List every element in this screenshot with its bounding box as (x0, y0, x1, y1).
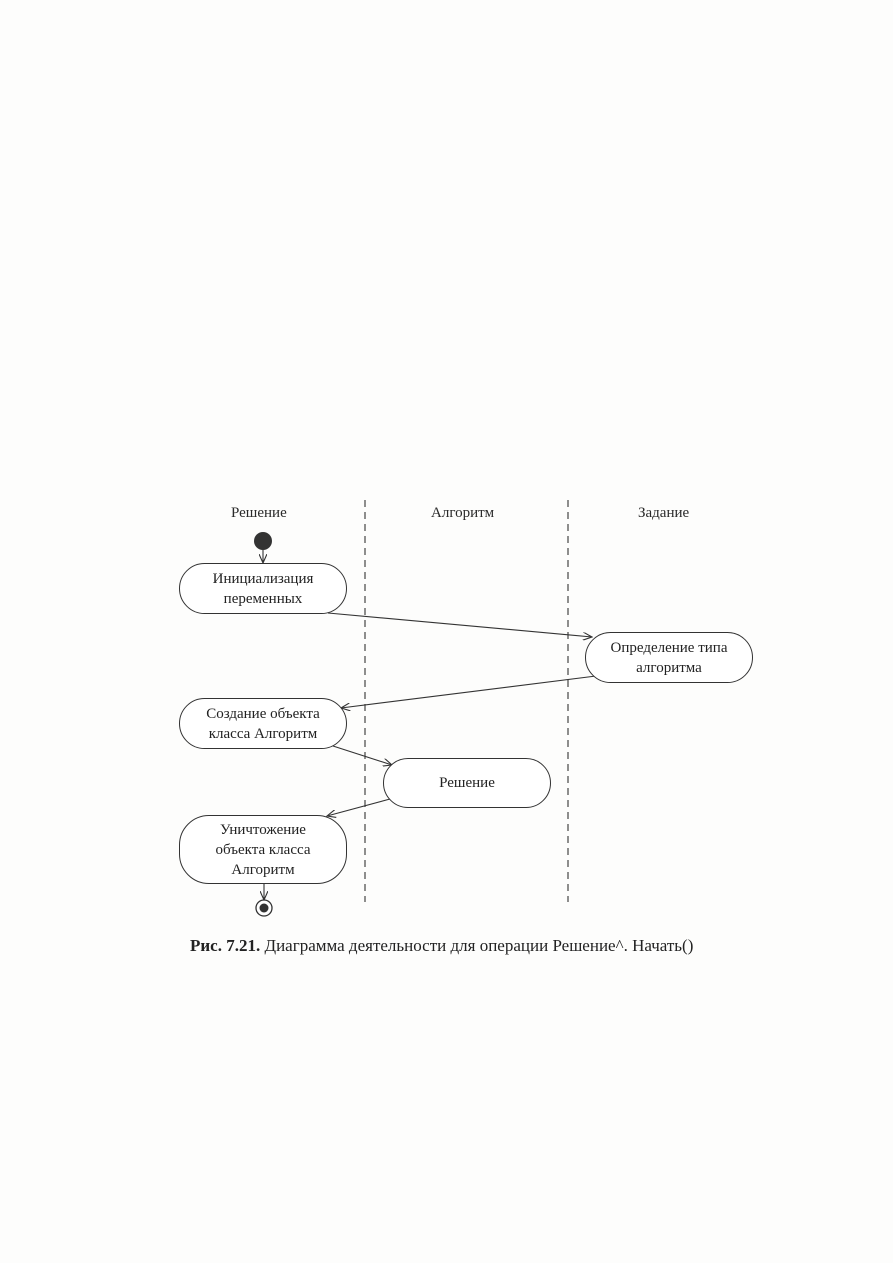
lane-title-zadanie: Задание (638, 505, 690, 521)
transition-create-to-solve (332, 745, 392, 765)
transition-solve-to-destroy (327, 798, 391, 816)
transition-init-to-define (327, 612, 592, 637)
transition-define-to-create (341, 675, 597, 708)
lane-title-reshenie: Решение (231, 505, 287, 521)
activity-node-create-object: Создание объекта класса Алгоритм (179, 698, 347, 749)
activity-label-destroy-object: Уничтожение объекта класса Алгоритм (215, 821, 311, 878)
activity-node-init: Инициализация переменных (179, 563, 347, 614)
figure-number: Рис. 7.21. (190, 936, 261, 955)
final-node-core (259, 903, 269, 913)
figure-caption-text: Диаграмма деятельности для операции Реше… (260, 936, 694, 955)
activity-label-create-object: Создание объекта класса Алгоритм (206, 705, 320, 742)
activity-node-destroy-object: Уничтожение объекта класса Алгоритм (179, 815, 347, 884)
figure-caption: Рис. 7.21. Диаграмма деятельности для оп… (190, 936, 693, 956)
initial-node (254, 532, 272, 550)
activity-label-solve: Решение (439, 775, 495, 791)
activity-node-define-type: Определение типа алгоритма (585, 632, 753, 683)
activity-label-define-type: Определение типа алгоритма (610, 639, 728, 676)
activity-node-solve: Решение (383, 758, 551, 808)
activity-label-init: Инициализация переменных (212, 570, 314, 607)
lane-title-algoritm: Алгоритм (431, 505, 495, 521)
